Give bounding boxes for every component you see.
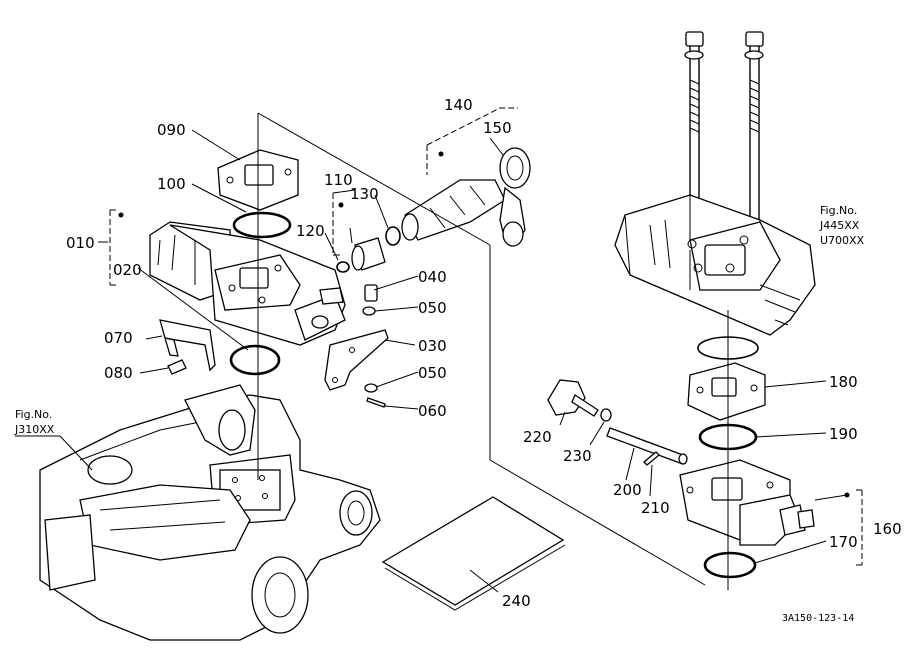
main-valve-drawing	[614, 31, 816, 451]
label-190: 190	[829, 425, 858, 443]
label-240: 240	[502, 592, 531, 610]
coupler-parts-drawing	[336, 147, 531, 273]
coupler-valve-160-drawing	[679, 459, 815, 579]
instruction-sheet-240	[381, 496, 565, 606]
reference-lines	[257, 112, 729, 590]
fig-ref-left-title: Fig.No.	[15, 408, 52, 421]
label-220: 220	[523, 428, 552, 446]
label-020: 020	[113, 261, 142, 279]
figure-references: Fig.No. J310XX Fig.No. J445XX U700XX	[14, 204, 865, 471]
label-150: 150	[483, 119, 512, 137]
label-210: 210	[641, 499, 670, 517]
fig-ref-left-code: J310XX	[14, 423, 55, 436]
label-090: 090	[157, 121, 186, 139]
label-160: 160	[873, 520, 902, 538]
label-050-upper: 050	[418, 299, 447, 317]
label-170: 170	[829, 533, 858, 551]
label-070: 070	[104, 329, 133, 347]
label-030: 030	[418, 337, 447, 355]
label-040: 040	[418, 268, 447, 286]
assembly-brackets	[109, 107, 863, 566]
handle-assembly-drawing	[547, 379, 688, 466]
fig-ref-right-code1: J445XX	[819, 219, 860, 232]
valve-010-drawing	[149, 149, 389, 408]
part-labels: 090 100 010 020 070 080 110 130 120 140 …	[66, 96, 902, 610]
tractor-frame-drawing	[39, 384, 381, 641]
label-010: 010	[66, 234, 95, 252]
label-180: 180	[829, 373, 858, 391]
drawing-code: 3A150-123-14	[782, 613, 854, 624]
label-130: 130	[350, 185, 379, 203]
label-140: 140	[444, 96, 473, 114]
label-100: 100	[157, 175, 186, 193]
label-050-lower: 050	[418, 364, 447, 382]
fig-ref-right-title: Fig.No.	[820, 204, 857, 217]
label-080: 080	[104, 364, 133, 382]
label-060: 060	[418, 402, 447, 420]
fig-ref-right-code2: U700XX	[820, 234, 865, 247]
label-200: 200	[613, 481, 642, 499]
leader-lines	[98, 129, 848, 593]
label-110: 110	[324, 171, 353, 189]
label-230: 230	[563, 447, 592, 465]
label-120: 120	[296, 222, 325, 240]
